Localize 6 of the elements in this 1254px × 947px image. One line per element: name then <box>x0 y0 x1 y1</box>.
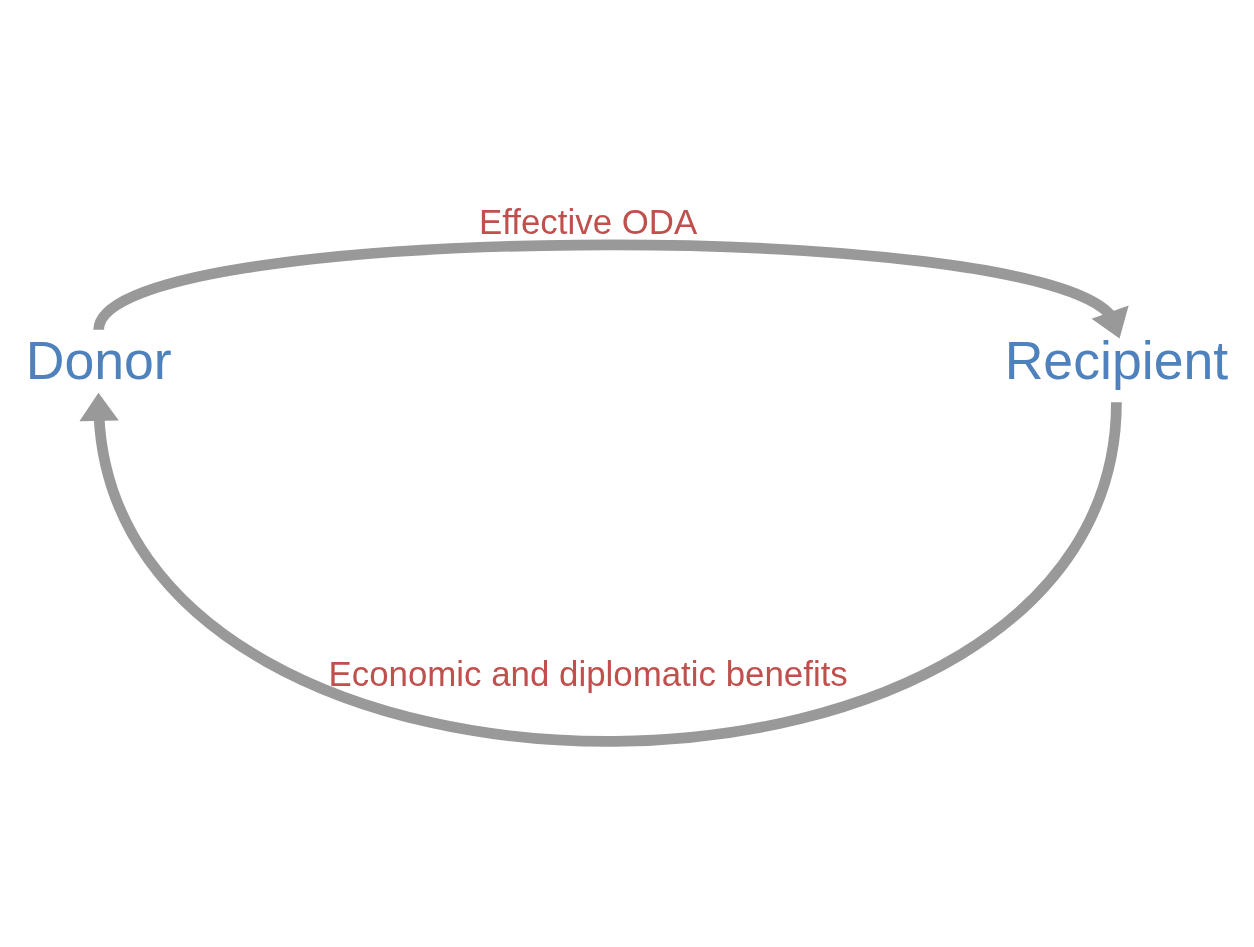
edge-label: Economic and diplomatic benefits <box>328 653 848 693</box>
node-text: Donor <box>25 329 172 390</box>
edge-label: Effective ODA <box>478 201 698 241</box>
arrow <box>94 239 1129 339</box>
node-text: Recipient <box>1004 329 1229 390</box>
arrow <box>79 392 1122 746</box>
